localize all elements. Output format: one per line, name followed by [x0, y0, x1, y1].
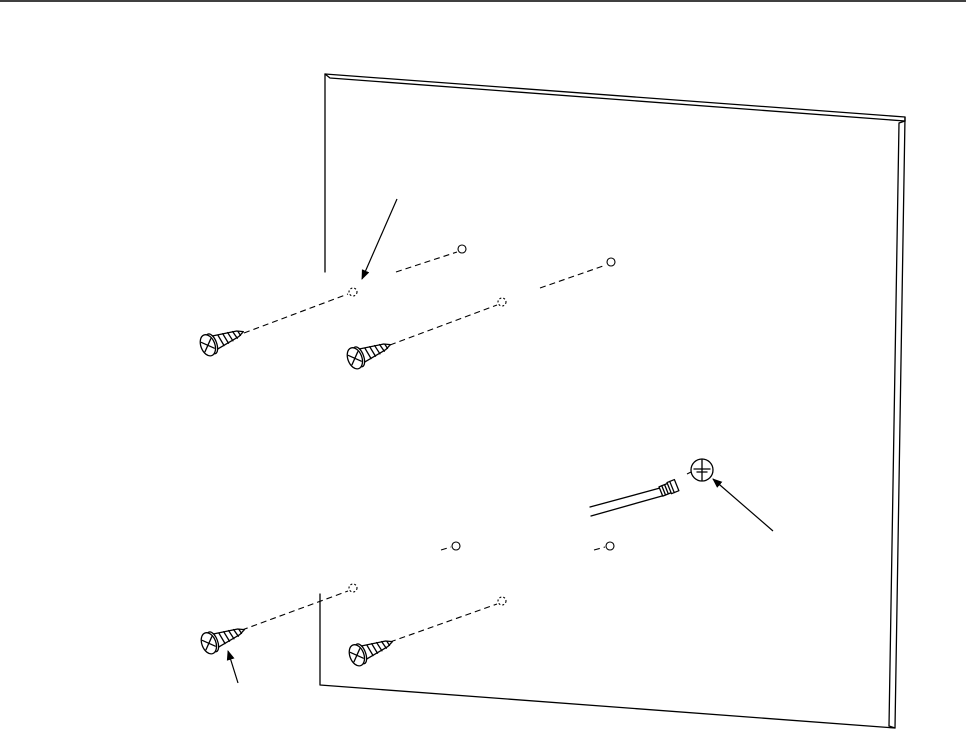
screw — [197, 321, 247, 358]
mounting-holes — [349, 245, 615, 605]
leader-arrow — [713, 479, 773, 531]
leader-arrow — [362, 199, 397, 279]
cable-with-connector — [590, 480, 679, 516]
leader-arrow — [228, 651, 238, 683]
alignment-lines — [242, 252, 606, 642]
leader-arrows — [228, 199, 773, 683]
panel — [320, 74, 905, 728]
screw — [344, 334, 394, 371]
ground-icon — [687, 459, 713, 481]
screw — [346, 631, 396, 668]
screw — [198, 619, 248, 656]
